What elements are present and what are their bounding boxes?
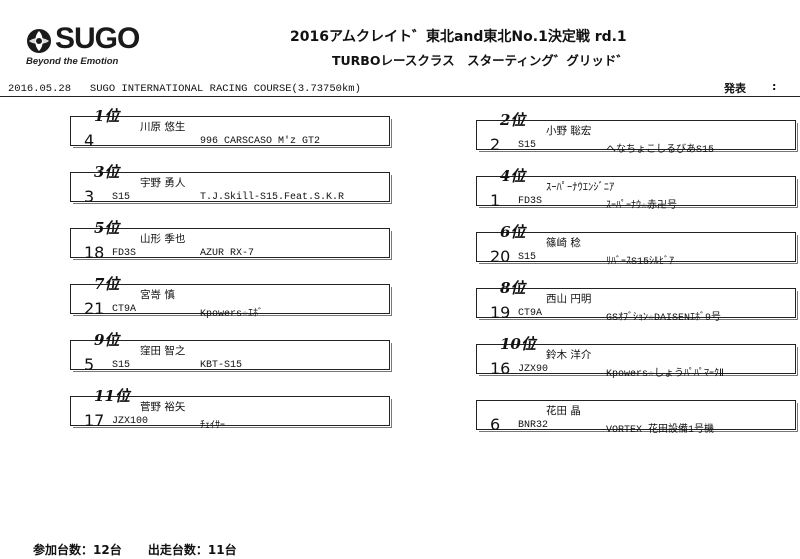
venue-name: SUGO INTERNATIONAL RACING COURSE(3.73750… [89,83,361,95]
grid-slot: 10位鈴木 洋介 16 JZX90 Kpowers☆しょうﾊﾟﾊﾟﾏｰｸⅡ [476,335,798,386]
car-number: 17 [84,411,105,430]
grid-position: 5位 [94,219,120,237]
grid-position: 11位 [94,387,130,405]
car-name: Kpowers☆ｴﾎﾞ [200,309,264,320]
brand-name: SUGO [55,22,140,55]
grid-slot: 7位宮嵜 慎 21 CT9A Kpowers☆ｴﾎﾞ [70,275,392,326]
car-number: 19 [490,303,511,322]
car-name: Kpowers☆しょうﾊﾟﾊﾟﾏｰｸⅡ [606,369,724,380]
grid-box [70,116,392,148]
grid-slot: 5位山形 季也 18 FD3S AZUR RX-7 [70,219,392,270]
grid-box [476,344,798,376]
car-name: 996 CARSCASO M'z GT2 [200,136,321,147]
grid-position: 8位 [500,279,526,297]
grid-slot: 6位篠崎 稔 20 S15 ﾘﾊﾞｰｽS15ｼﾙﾋﾞｱ [476,223,798,274]
grid-position: 1位 [94,107,120,125]
car-model: BNR32 [518,420,549,431]
grid-box [70,396,392,428]
brand-tagline: Beyond the Emotion [26,56,119,67]
car-name: ﾁｪｲｻｰ [200,421,225,432]
car-number: 16 [490,359,511,378]
announce-label: 発表 [724,82,746,95]
grid-position: 3位 [94,163,120,181]
driver-name: 西山 円明 [546,293,592,305]
car-name: AZUR RX-7 [200,248,255,259]
car-name: GSｵﾌﾞｼｮﾝ☆DAISENｴﾎﾞ9号 [606,313,722,324]
starters-count: 出走台数：11台 [147,543,237,557]
grid-slot: 2位小野 聡宏 2 S15 へなちょこしるびあS15 [476,111,798,162]
sugo-logo: SUGO Beyond the Emotion [22,20,162,70]
car-model: S15 [518,252,537,263]
car-number: 21 [84,299,105,318]
grid-box [70,284,392,316]
page-title: 2016アムクレイト゛東北and東北No.1決定戦 rd.1 [290,29,627,45]
grid-position: 6位 [500,223,526,241]
driver-name: 花田 晶 [546,405,581,417]
grid-box [476,400,798,432]
footer-counts: 参加台数：12台 出走台数：11台 [33,541,259,558]
car-number: 1 [490,191,501,210]
driver-name: 小野 聡宏 [546,125,592,137]
car-model: S15 [112,192,131,203]
grid-slot: 11位菅野 裕矢 17 JZX100 ﾁｪｲｻｰ [70,387,392,438]
car-model: S15 [112,360,131,371]
car-number: 20 [490,247,511,266]
entries-count: 参加台数：12台 [33,543,122,557]
car-name: KBT-S15 [200,360,243,371]
grid-box [70,340,392,372]
car-name: へなちょこしるびあS15 [606,145,715,156]
driver-name: 宇野 勇人 [140,177,186,189]
car-number: 4 [84,131,95,150]
car-number: 18 [84,243,105,262]
grid-box [476,232,798,264]
car-model: CT9A [518,308,543,319]
sugo-emblem-icon [27,29,51,53]
grid-slot: 9位窪田 智之 5 S15 KBT-S15 [70,331,392,382]
grid-box [476,120,798,152]
driver-name: 窪田 智之 [140,345,186,357]
car-model: S15 [518,140,537,151]
driver-name: 川原 悠生 [140,121,186,133]
driver-name: 山形 季也 [140,233,186,245]
driver-name: 菅野 裕矢 [140,401,186,413]
car-name: ｽｰﾊﾟｰﾅｳ☆赤卍号 [606,201,678,212]
grid-slot: 花田 晶 6 BNR32 VORTEX 花田設備1号機 [476,392,798,442]
grid-box [70,228,392,260]
grid-position: 9位 [94,331,120,349]
car-number: 3 [84,187,95,206]
driver-name: 篠崎 稔 [546,237,581,249]
grid-position: 7位 [94,275,120,293]
car-model: FD3S [112,248,137,259]
grid-position: 4位 [500,167,526,185]
car-name: T.J.Skill-S15.Feat.S.K.R [200,192,345,203]
event-info: 2016.05.28 SUGO INTERNATIONAL RACING COU… [8,83,361,95]
grid-position: 10位 [500,335,536,353]
grid-box [476,176,798,208]
car-number: 6 [490,415,501,434]
driver-name: ｽｰﾊﾟｰﾅｳｴﾝｼﾞﾆｱ [546,181,615,193]
grid-slot: 1位川原 悠生 4 996 CARSCASO M'z GT2 [70,107,392,158]
car-name: ﾘﾊﾞｰｽS15ｼﾙﾋﾞｱ [606,257,675,268]
car-model: JZX90 [518,364,549,375]
grid-slot: 4位 ｽｰﾊﾟｰﾅｳｴﾝｼﾞﾆｱ 1 FD3S ｽｰﾊﾟｰﾅｳ☆赤卍号 [476,167,798,218]
event-date: 2016.05.28 [8,83,72,95]
car-model: CT9A [112,304,137,315]
grid-slot: 3位宇野 勇人 3 S15 T.J.Skill-S15.Feat.S.K.R [70,163,392,214]
car-model: JZX100 [112,416,149,427]
car-name: VORTEX 花田設備1号機 [606,425,715,436]
page-subtitle: TURBOレースクラス スターティング゛グリッド゛ [332,53,629,68]
grid-box [476,288,798,320]
grid-box [70,172,392,204]
grid-slot: 8位西山 円明 19 CT9A GSｵﾌﾞｼｮﾝ☆DAISENｴﾎﾞ9号 [476,279,798,330]
car-model: FD3S [518,196,543,207]
driver-name: 鈴木 洋介 [546,349,592,361]
car-number: 2 [490,135,501,154]
car-number: 5 [84,355,95,374]
grid-position: 2位 [500,111,526,129]
announce-time: : [772,80,777,93]
header-divider [0,96,800,97]
driver-name: 宮嵜 慎 [140,289,175,301]
